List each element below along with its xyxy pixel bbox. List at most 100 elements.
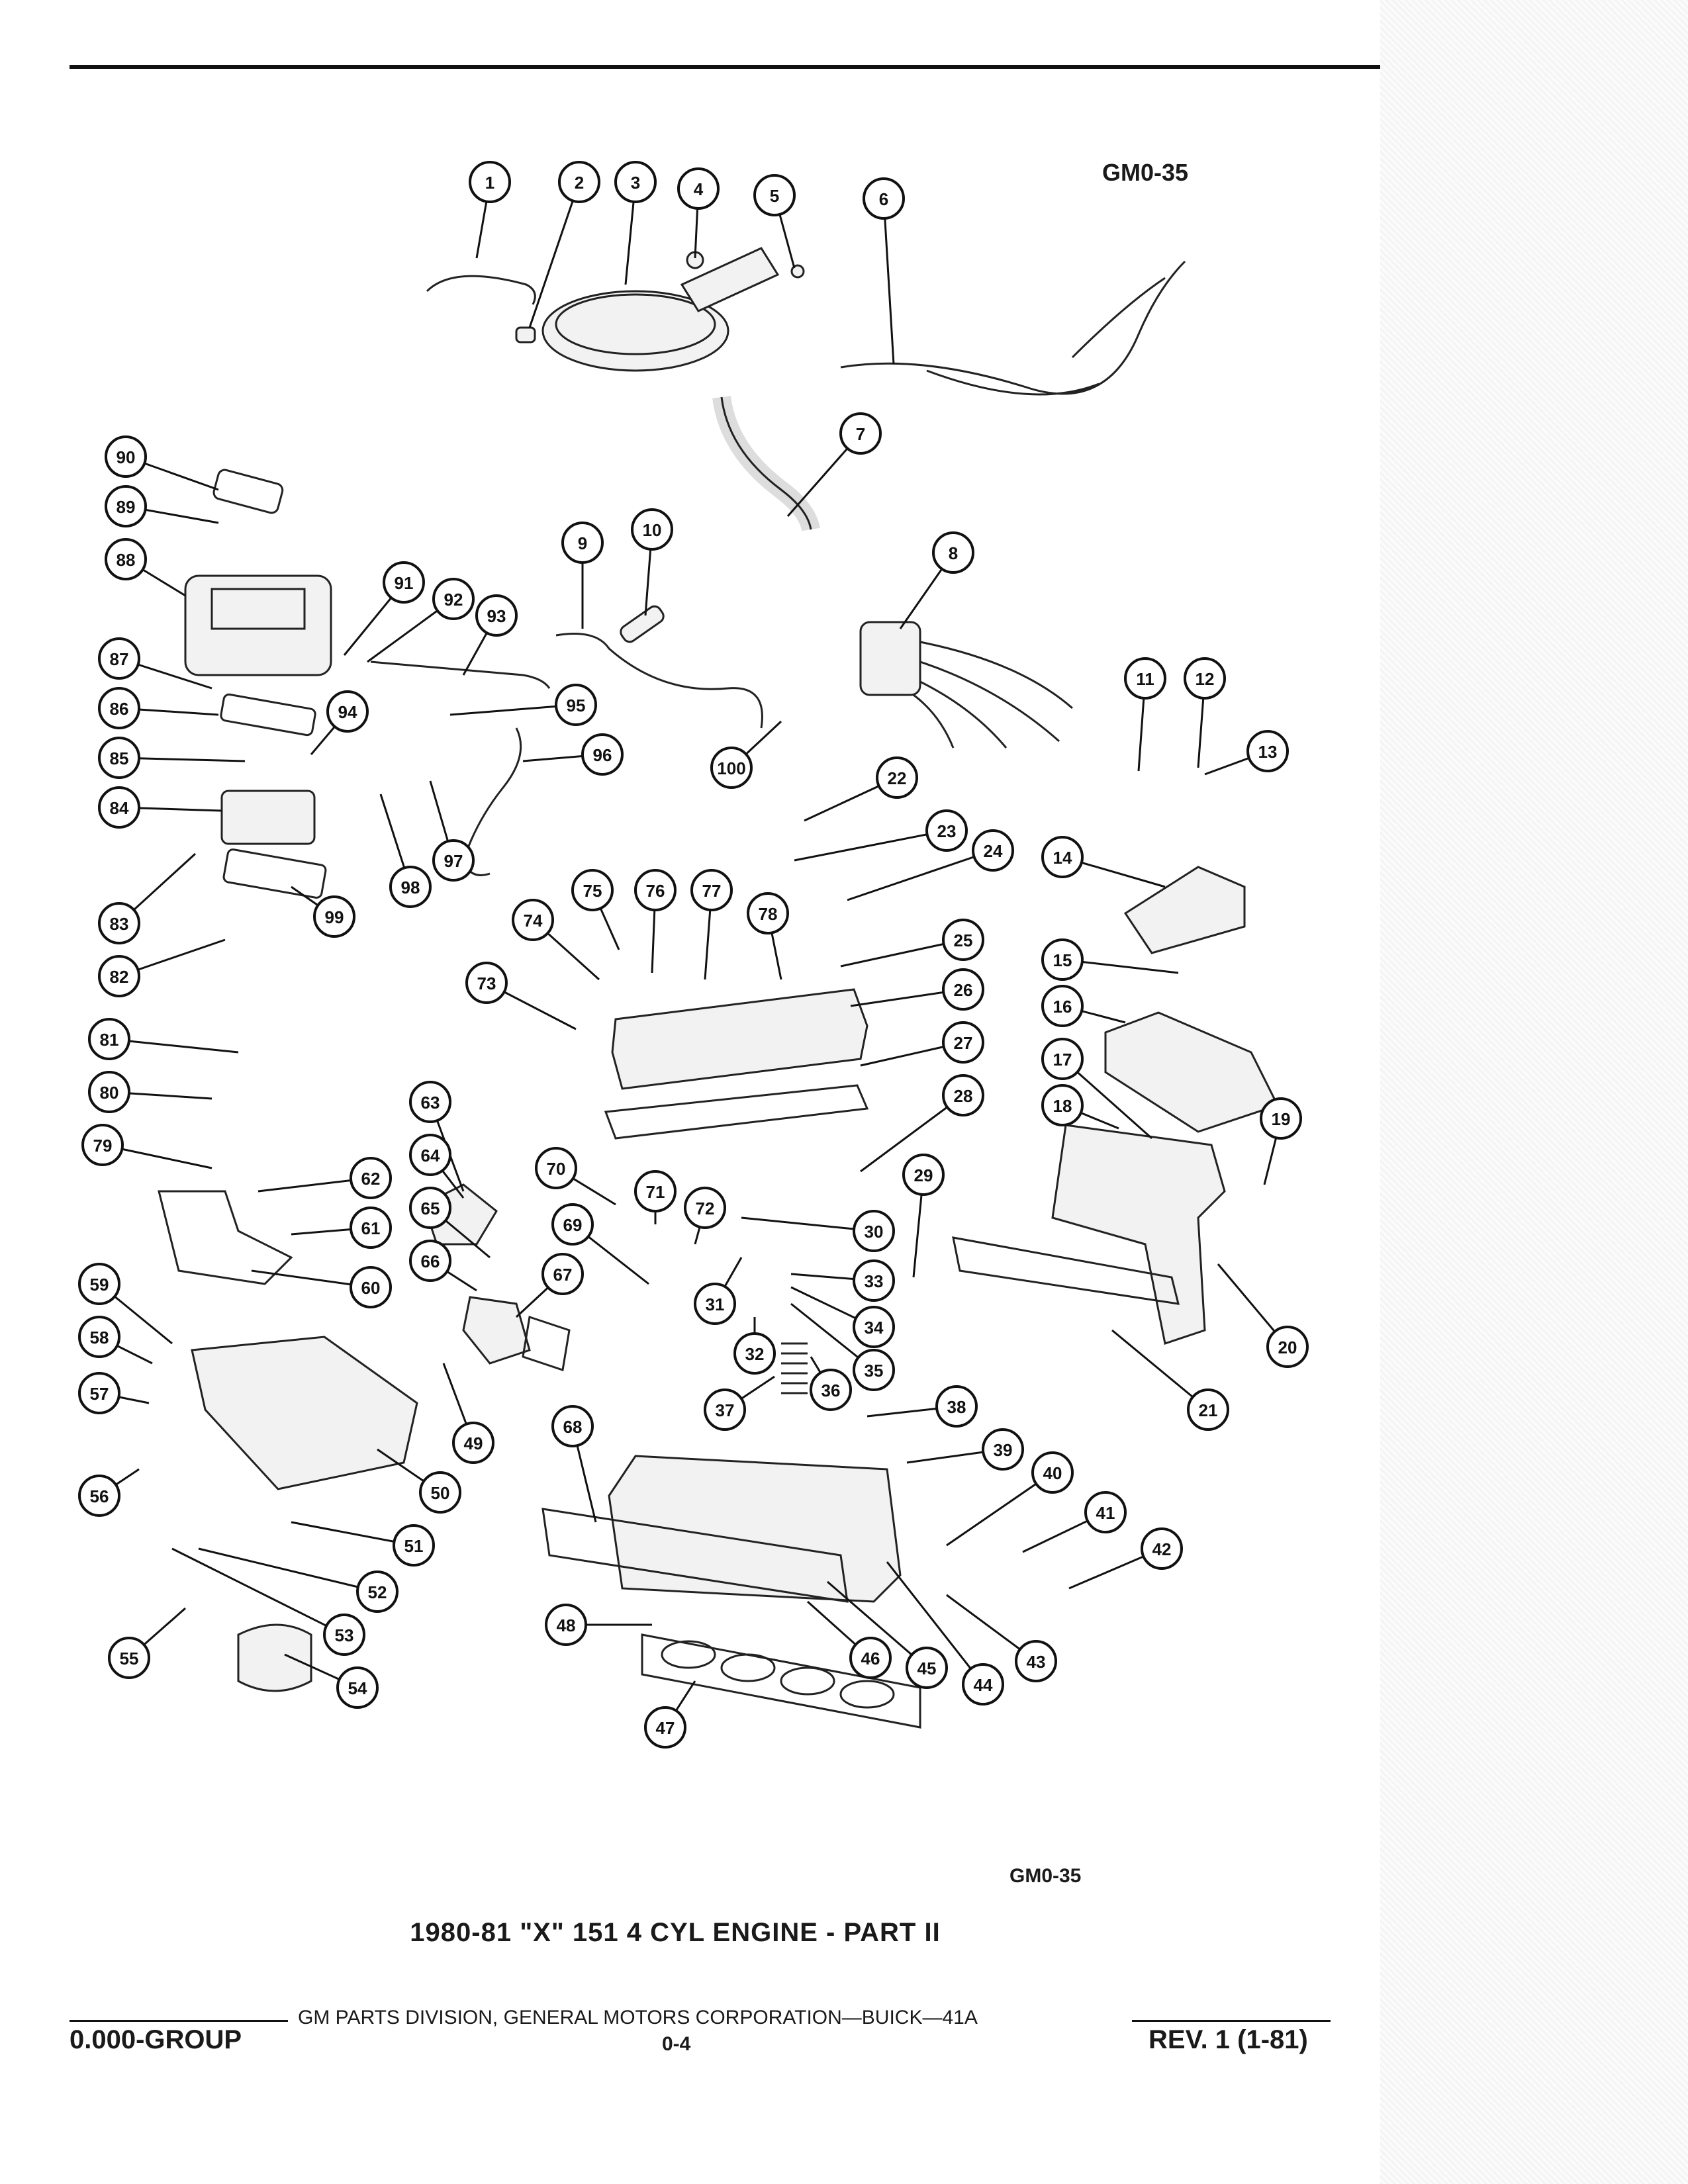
callout-65: 65 [409,1187,451,1229]
callout-circle [906,1647,948,1689]
callout-circle [336,1666,379,1709]
callout-number: 92 [444,590,463,610]
callout-number: 22 [888,768,907,788]
callout-69: 69 [551,1203,594,1246]
callout-number: 14 [1053,848,1072,868]
callout-77: 77 [690,869,733,911]
callout-82: 82 [98,955,140,997]
callout-number: 43 [1027,1652,1046,1672]
callout-number: 29 [914,1165,933,1185]
callout-number: 88 [117,550,136,570]
cylinder-head-44 [608,1455,902,1603]
callout-72: 72 [684,1187,726,1229]
callout-26: 26 [942,968,984,1011]
leader-line-44 [886,1561,984,1685]
callout-number: 61 [361,1218,381,1238]
callout-circle [972,829,1014,872]
callout-number: 99 [325,907,344,927]
callout-circle [932,531,974,574]
callout-16: 16 [1041,985,1084,1027]
callout-52: 52 [356,1570,399,1613]
callout-11: 11 [1124,657,1166,700]
callout-circle [1084,1491,1127,1533]
callout-99: 99 [313,895,355,938]
callout-3: 3 [614,161,657,203]
callout-90: 90 [105,435,147,478]
callout-74: 74 [512,899,554,941]
callout-6: 6 [863,177,905,220]
callout-number: 49 [464,1433,483,1453]
callout-54: 54 [336,1666,379,1709]
callout-75: 75 [571,869,614,911]
callout-number: 53 [335,1625,354,1645]
bracket-14 [1123,866,1246,954]
callout-number: 31 [706,1295,725,1314]
spacer-84 [220,790,316,845]
callout-circle [419,1471,461,1514]
wiring-harness-6 [840,260,1186,396]
callout-88: 88 [105,538,147,580]
callout-number: 17 [1053,1050,1072,1069]
callout-100: 100 [710,747,753,789]
callout-circle [753,174,796,216]
callout-circle [535,1147,577,1189]
callout-number: 12 [1196,669,1215,689]
callout-18: 18 [1041,1084,1084,1126]
callout-circle [1041,938,1084,981]
callout-number: 19 [1272,1109,1291,1129]
callout-20: 20 [1266,1326,1309,1368]
callout-circle [1041,985,1084,1027]
callout-circle [465,962,508,1004]
callout-47: 47 [644,1706,686,1749]
callout-85: 85 [98,737,140,779]
callout-98: 98 [389,866,432,908]
callout-number: 91 [395,573,414,593]
exhaust-manifold-20 [1051,1124,1226,1345]
callout-50: 50 [419,1471,461,1514]
callout-circle [356,1570,399,1613]
callout-71: 71 [634,1170,677,1212]
callout-circle [1246,730,1289,772]
callout-circle [409,1240,451,1282]
head-gasket-47 [641,1633,921,1729]
callout-42: 42 [1141,1527,1183,1570]
callout-circle [452,1422,494,1464]
callout-circle [1260,1097,1302,1140]
callout-80: 80 [88,1071,130,1113]
callout-number: 8 [949,543,958,563]
callout-38: 38 [935,1385,978,1428]
callout-circle [78,1372,120,1414]
callout-2: 2 [558,161,600,203]
callout-number: 71 [646,1182,665,1202]
callout-86: 86 [98,687,140,729]
callout-circle [942,968,984,1011]
callout-circle [512,899,554,941]
callout-87: 87 [98,637,140,680]
callout-circle [78,1475,120,1517]
callout-13: 13 [1246,730,1289,772]
callout-number: 58 [90,1328,109,1347]
callout-circle [571,869,614,911]
fuel-pump-54 [237,1623,312,1692]
callout-94: 94 [326,690,369,733]
callout-number: 11 [1136,669,1154,689]
callout-number: 63 [421,1093,440,1113]
callout-circle [432,578,475,620]
callout-circle [614,161,657,203]
leader-line-6 [882,198,895,365]
callout-circle [98,737,140,779]
callout-number: 35 [865,1361,884,1381]
callout-79: 79 [81,1124,124,1166]
callout-58: 58 [78,1316,120,1358]
callout-number: 62 [361,1169,381,1189]
intake-manifold-50 [191,1336,418,1490]
callout-circle [942,1074,984,1116]
callout-number: 93 [487,606,506,626]
callout-89: 89 [105,485,147,527]
callout-73: 73 [465,962,508,1004]
spring-37 [781,1342,808,1394]
callout-number: 76 [646,881,665,901]
leader-line-45 [827,1580,927,1669]
callout-circle [1041,1084,1084,1126]
